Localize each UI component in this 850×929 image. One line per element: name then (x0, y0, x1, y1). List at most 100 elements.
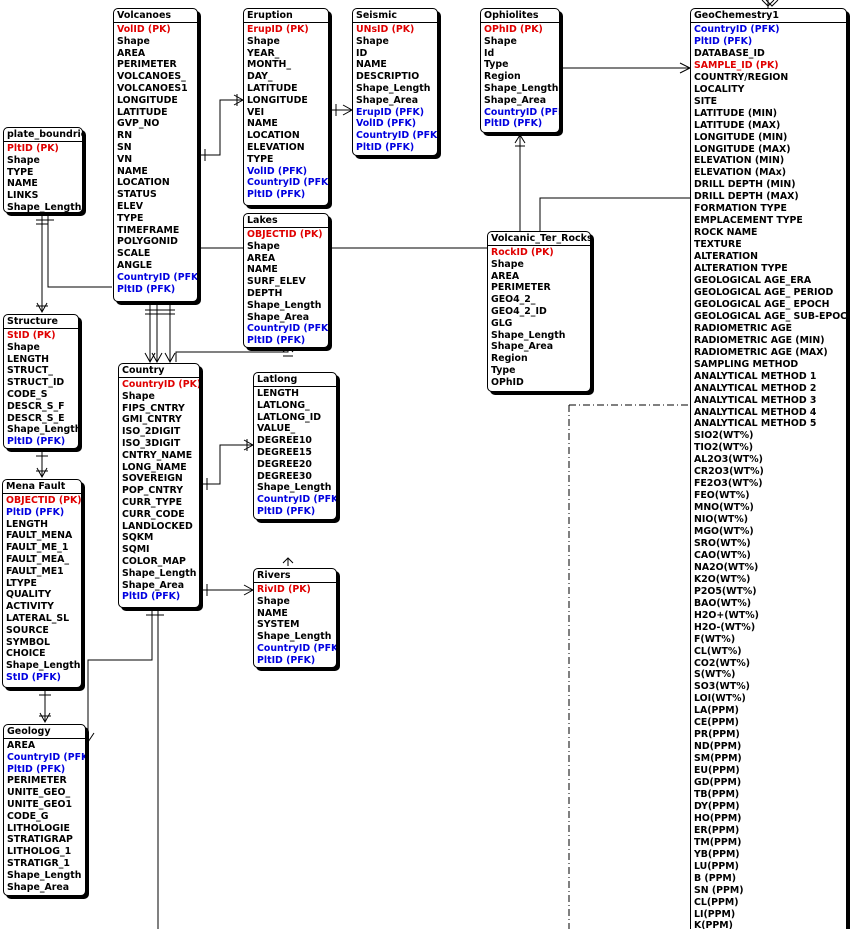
foreign-key-field: PltID (PFK) (257, 654, 316, 666)
attribute-field: Shape (484, 35, 517, 47)
attribute-field: PERIMETER (491, 282, 551, 294)
attribute-field: Shape (117, 35, 150, 47)
attribute-field: Shape_Length (491, 329, 566, 341)
attribute-field: SIO2(WT%) (694, 430, 754, 442)
attribute-field: HO(PPM) (694, 812, 742, 824)
attribute-field: UNITE_GEO1 (7, 798, 73, 810)
attribute-field: DEPTH (247, 287, 283, 299)
attribute-field: ALTERATION (694, 251, 758, 263)
foreign-key-field: CountryID (PFK) (484, 106, 559, 118)
attribute-field: ID (356, 47, 368, 59)
attribute-field: Shape (247, 240, 280, 252)
attribute-field: AREA (247, 252, 276, 264)
link-country-latlong (200, 444, 253, 485)
attribute-field: ANALYTICAL METHOD 1 (694, 370, 817, 382)
entity-title: plate_boundries (4, 128, 82, 142)
foreign-key-field: PltID (PFK) (484, 118, 543, 130)
attribute-field: ELEVATION (MAx) (694, 167, 787, 179)
attribute-field: S(WT%) (694, 669, 736, 681)
attribute-field: VEI (247, 106, 265, 118)
attribute-field: NAME (247, 118, 278, 130)
attribute-field: GLG (491, 317, 513, 329)
foreign-key-field: PltID (PFK) (117, 283, 176, 295)
attribute-field: STRATIGRAP (7, 834, 73, 846)
attribute-field: FAULT_MEA_ (6, 553, 70, 565)
attribute-field: Shape (491, 258, 524, 270)
attribute-field: CL(WT%) (694, 645, 742, 657)
attribute-field: DEGREE30 (257, 470, 312, 482)
attribute-field: FEO(WT%) (694, 490, 750, 502)
attribute-field: VOLCANOES1 (117, 82, 188, 94)
attribute-field: SYSTEM (257, 619, 300, 631)
attribute-field: LENGTH (6, 518, 48, 530)
attribute-field: YB(PPM) (694, 848, 740, 860)
attribute-field: CNTRY_NAME (122, 449, 193, 461)
attribute-field: LTYPE (6, 577, 37, 589)
attribute-field: RADIOMETRIC AGE (694, 322, 793, 334)
attribute-field: ROCK NAME (694, 227, 758, 239)
attribute-field: TYPE (7, 166, 34, 178)
attribute-field: H2O-(WT%) (694, 621, 756, 633)
attribute-field: Shape (247, 35, 280, 47)
attribute-field: COUNTRY/REGION (694, 71, 789, 83)
foreign-key-field: PltID (PFK) (247, 189, 306, 201)
entity-mena-fault[interactable]: Mena Fault OBJECTID (PK)PltID (PFK)LENGT… (2, 479, 82, 688)
attribute-field: ANALYTICAL METHOD 5 (694, 418, 817, 430)
attribute-field: Shape_Area (122, 579, 185, 591)
primary-key-field: RivID (PK) (257, 584, 311, 595)
attribute-field: TM(PPM) (694, 836, 742, 848)
link-dashdot (568, 404, 690, 929)
attribute-field: Shape_Length (257, 631, 332, 643)
attribute-field: DRILL DEPTH (MAX) (694, 191, 799, 203)
attribute-field: LU(PPM) (694, 860, 739, 872)
attribute-field: CURR_CODE (122, 508, 185, 520)
attribute-field: DAY_ (247, 71, 273, 83)
entity-geochemistry1[interactable]: GeoChemestry1 CountryID (PFK)PltID (PFK)… (690, 8, 847, 929)
attribute-field: SAMPLING METHOD (694, 358, 799, 370)
attribute-field: FIPS_CNTRY (122, 402, 185, 414)
attribute-field: Shape (356, 35, 389, 47)
link-rivers-top (282, 557, 294, 566)
attribute-field: DY(PPM) (694, 800, 740, 812)
attribute-field: STRUCT_ (7, 365, 53, 377)
foreign-key-field: PltID (PFK) (247, 335, 306, 347)
attribute-field: FORMATION TYPE (694, 203, 787, 215)
attribute-field: P2O5(WT%) (694, 585, 757, 597)
attribute-field: Shape_Length (122, 567, 197, 579)
foreign-key-field: PltID (PFK) (122, 591, 181, 603)
attribute-field: CURR_TYPE (122, 496, 183, 508)
attribute-field: DESCRIPTIO (356, 71, 420, 83)
primary-key-field: OBJECTID (PK) (247, 229, 323, 240)
attribute-field: Shape_Area (356, 94, 419, 106)
attribute-field: MONTH_ (247, 59, 292, 71)
foreign-key-field: CountryID (PFK) (257, 494, 337, 506)
attribute-field: SN (117, 141, 132, 153)
attribute-field: SITE (694, 95, 718, 107)
attribute-field: GMI_CNTRY (122, 414, 182, 426)
entity-title: Seismic (353, 9, 437, 23)
attribute-field: LATITUDE (MIN) (694, 107, 778, 119)
attribute-field: Shape_Length (7, 424, 79, 436)
attribute-field: Shape_Length (257, 482, 332, 494)
attribute-field: LENGTH (7, 353, 49, 365)
attribute-field: POLYGONID (117, 236, 178, 248)
entity-plate-boundries[interactable]: plate_boundries PltID (PK)ShapeTYPENAMEL… (3, 127, 83, 213)
attribute-field: CAO(WT%) (694, 549, 751, 561)
attribute-field: FAULT_ME1 (6, 565, 64, 577)
attribute-field: Shape_Length (356, 82, 431, 94)
